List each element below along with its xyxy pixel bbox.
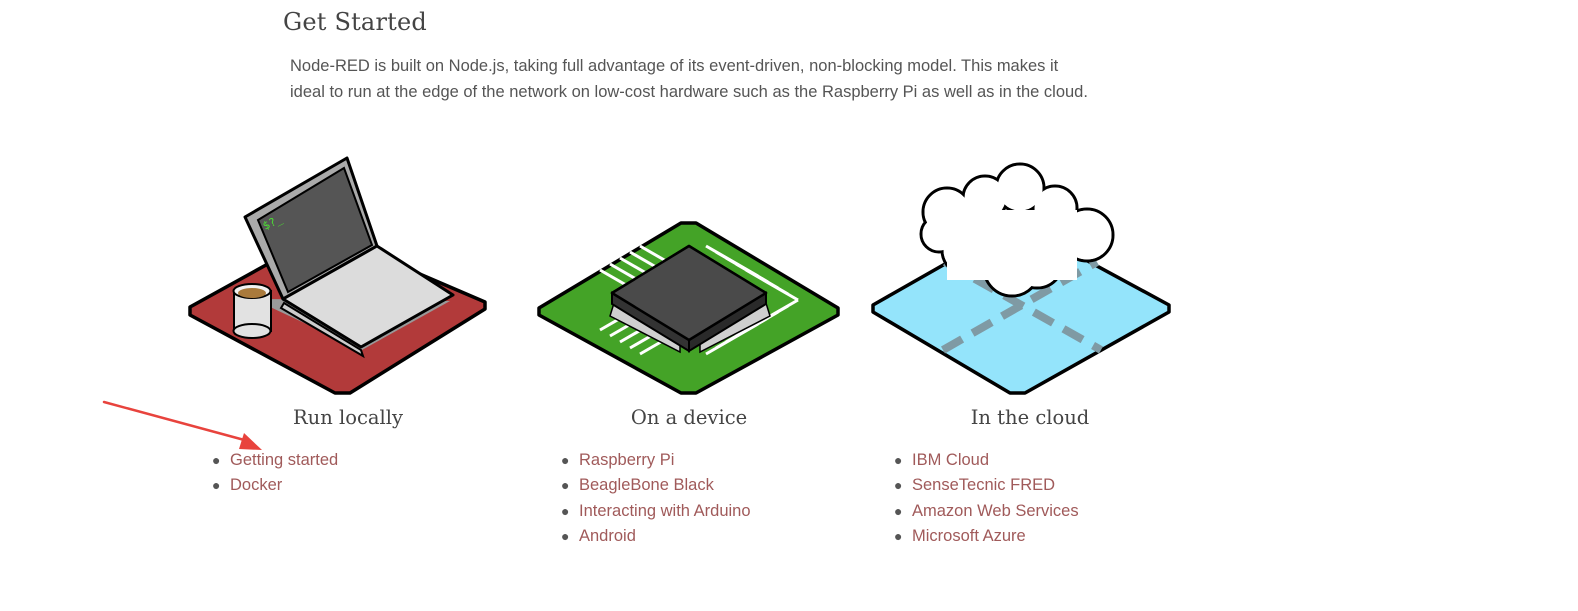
on-a-device-title: On a device [630, 406, 748, 429]
list-item: ● Getting started [212, 448, 338, 473]
bullet-icon: ● [561, 527, 570, 544]
sensetecnic-fred-link[interactable]: SenseTecnic FRED [912, 476, 1056, 495]
run-locally-links: ● Getting started ● Docker [212, 448, 338, 499]
list-item: ● Microsoft Azure [894, 524, 1079, 549]
cloud-illustration [871, 162, 1171, 395]
bullet-icon: ● [894, 477, 903, 494]
in-the-cloud-links: ● IBM Cloud ● SenseTecnic FRED ● Amazon Web… [894, 448, 1079, 549]
list-item: ● BeagleBone Black [561, 473, 751, 498]
bullet-icon: ● [894, 527, 903, 544]
docker-link[interactable]: Docker [230, 476, 283, 495]
microsoft-azure-link[interactable]: Microsoft Azure [912, 526, 1026, 545]
bullet-icon: ● [894, 452, 903, 468]
list-item: ● Android [561, 524, 751, 549]
list-item: ● Interacting with Arduino [561, 499, 751, 524]
chip-illustration [537, 221, 840, 395]
list-item: ● Raspberry Pi [561, 448, 751, 473]
page-title: Get Started [283, 8, 427, 36]
android-link[interactable]: Android [579, 526, 636, 545]
run-locally-title: Run locally [292, 406, 403, 429]
intro-paragraph: Node-RED is built on Node.js, taking ful… [290, 57, 1088, 101]
bullet-icon: ● [561, 502, 570, 519]
list-item: ● Amazon Web Services [894, 499, 1079, 524]
beaglebone-black-link[interactable]: BeagleBone Black [579, 476, 714, 495]
getting-started-link[interactable]: Getting started [230, 451, 339, 469]
bullet-icon: ● [894, 502, 903, 519]
on-a-device-links: ● Raspberry Pi ● BeagleBone Black ● Interac… [561, 448, 751, 549]
bullet-icon: ● [212, 452, 221, 468]
amazon-web-services-link[interactable]: Amazon Web Services [912, 501, 1079, 520]
list-item: ● IBM Cloud [894, 448, 1079, 473]
in-the-cloud-title: In the cloud [970, 406, 1090, 429]
laptop-illustration: $?_ [188, 156, 487, 395]
bullet-icon: ● [212, 477, 221, 494]
list-item: ● Docker [212, 473, 338, 498]
annotation-arrow-icon [102, 400, 262, 450]
bullet-icon: ● [561, 477, 570, 494]
list-item: ● SenseTecnic FRED [894, 473, 1079, 498]
bullet-icon: ● [561, 452, 570, 468]
interacting-with-arduino-link[interactable]: Interacting with Arduino [579, 501, 751, 520]
raspberry-pi-link[interactable]: Raspberry Pi [579, 451, 675, 469]
ibm-cloud-link[interactable]: IBM Cloud [912, 451, 990, 469]
